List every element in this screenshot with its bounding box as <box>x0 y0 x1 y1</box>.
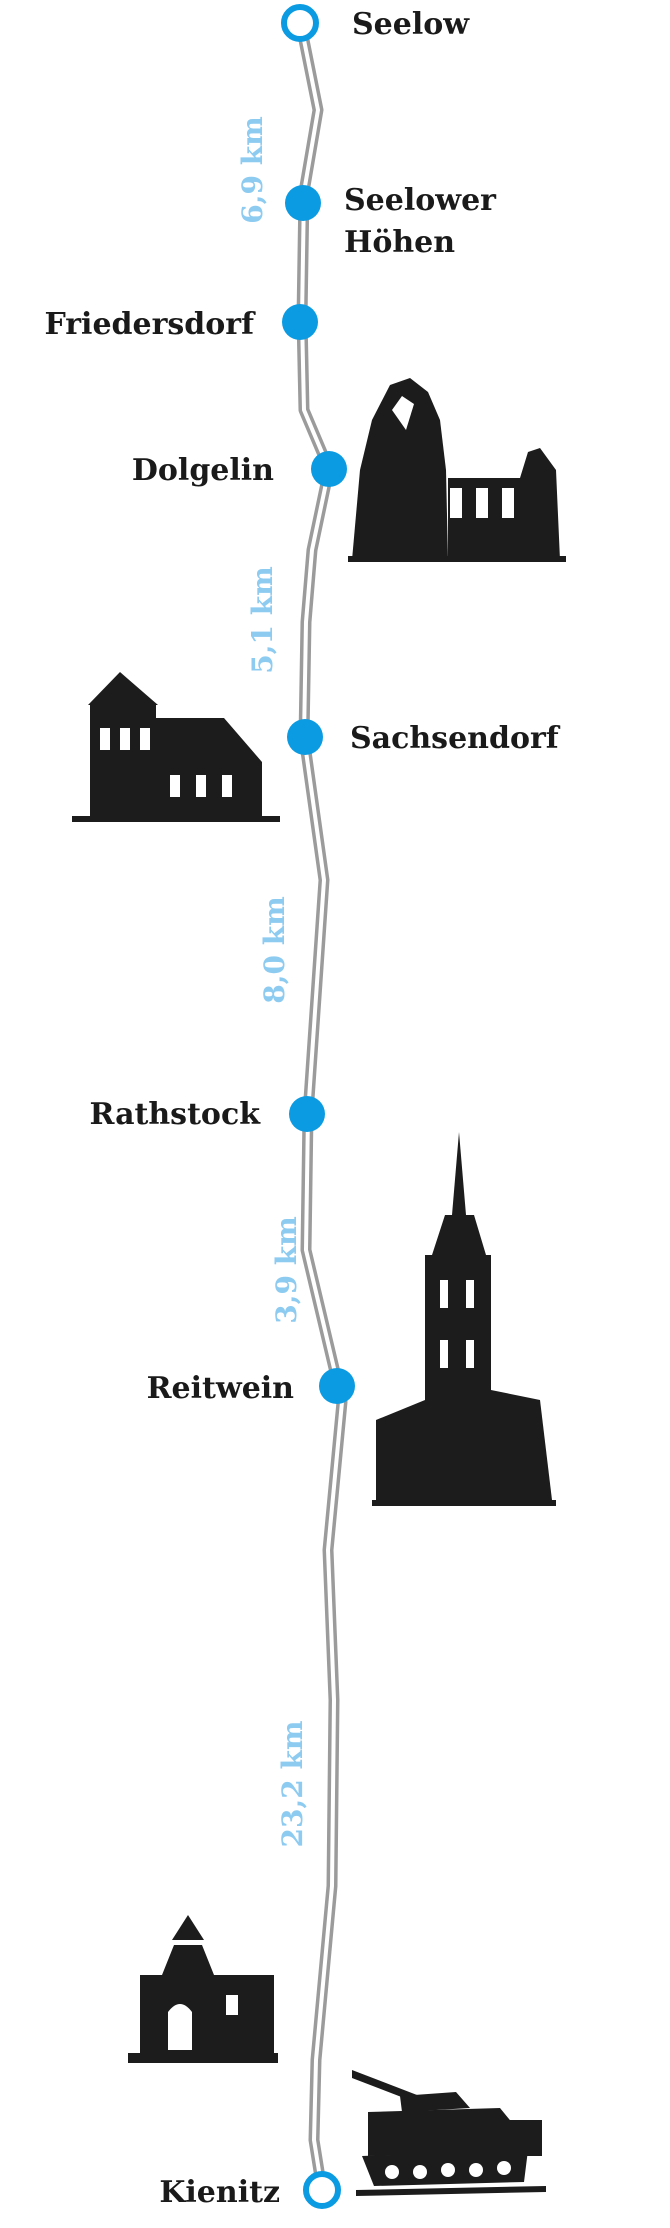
terminal-marker <box>303 2171 341 2209</box>
distance-label: 8,0 km <box>258 896 291 1004</box>
stop-sachsendorf: Sachsendorf <box>287 719 561 756</box>
stop-friedersdorf: Friedersdorf <box>44 304 318 342</box>
distance-label: 5,1 km <box>246 566 279 674</box>
stop-label: Kienitz <box>159 2175 280 2210</box>
stop-marker <box>285 185 321 221</box>
church-tower-icon <box>72 672 280 822</box>
stop-seelow: Seelow <box>281 4 470 42</box>
chapel-icon <box>128 1915 278 2063</box>
stop-marker <box>287 719 323 755</box>
stop-kienitz: Kienitz <box>159 2171 341 2210</box>
distance-label: 3,9 km <box>270 1216 303 1324</box>
church-spire-icon <box>372 1132 556 1506</box>
stop-rathstock: Rathstock <box>89 1096 325 1132</box>
stop-reitwein: Reitwein <box>147 1368 355 1406</box>
stop-label: Seelow <box>352 7 470 42</box>
stop-label: Reitwein <box>147 1371 295 1406</box>
stop-seelower-hoehen: Seelower Höhen <box>285 183 497 260</box>
stop-label: Rathstock <box>89 1097 261 1132</box>
stop-label: Höhen <box>344 225 455 260</box>
stop-label: Seelower <box>344 183 497 218</box>
stop-marker <box>319 1368 355 1404</box>
stop-dolgelin: Dolgelin <box>132 451 347 488</box>
stop-label: Friedersdorf <box>44 307 256 342</box>
tank-memorial-icon <box>352 2070 546 2196</box>
stop-label: Sachsendorf <box>350 721 561 756</box>
stop-marker <box>282 304 318 340</box>
distance-label: 23,2 km <box>276 1721 309 1848</box>
church-ruin-icon <box>348 378 566 562</box>
stop-label: Dolgelin <box>132 453 274 488</box>
stop-marker <box>289 1096 325 1132</box>
stop-marker <box>311 451 347 487</box>
distance-label: 6,9 km <box>236 116 269 224</box>
terminal-marker <box>281 4 319 42</box>
